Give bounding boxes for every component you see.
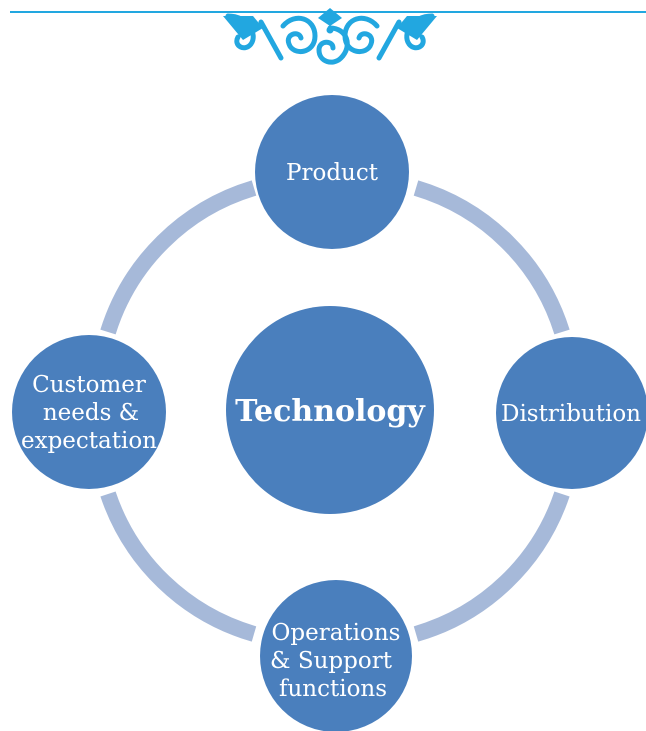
node-customer-line-1: Customer <box>32 372 146 398</box>
node-distribution-label: Distribution <box>501 401 641 427</box>
node-distribution-circle <box>496 337 646 489</box>
decorative-scroll-ornament-icon <box>223 8 437 65</box>
node-customer-line-2: needs & <box>43 400 139 426</box>
node-operations-line-3: functions <box>279 676 387 702</box>
node-distribution: Distribution <box>496 337 646 489</box>
node-customer-needs: Customer needs & expectation <box>12 335 166 489</box>
node-customer-circle <box>12 335 166 489</box>
arc-customer-to-product <box>100 180 257 335</box>
node-customer-line-3: expectation <box>21 428 157 454</box>
arc-operations-to-customer <box>100 491 257 642</box>
node-operations-line-1: Operations <box>272 620 401 646</box>
center-node-technology: Technology <box>226 306 434 514</box>
node-operations-line-2: & Support <box>270 648 393 674</box>
node-operations-support: Operations & Support functions <box>260 580 412 731</box>
center-label: Technology <box>235 394 426 429</box>
node-product: Product <box>255 95 409 249</box>
arc-distribution-to-operations <box>413 491 570 642</box>
node-operations-circle <box>260 580 412 731</box>
node-product-label: Product <box>286 160 379 186</box>
node-product-circle <box>255 95 409 249</box>
center-circle <box>226 306 434 514</box>
arc-product-to-distribution <box>413 180 570 335</box>
connector-ring <box>100 180 570 642</box>
